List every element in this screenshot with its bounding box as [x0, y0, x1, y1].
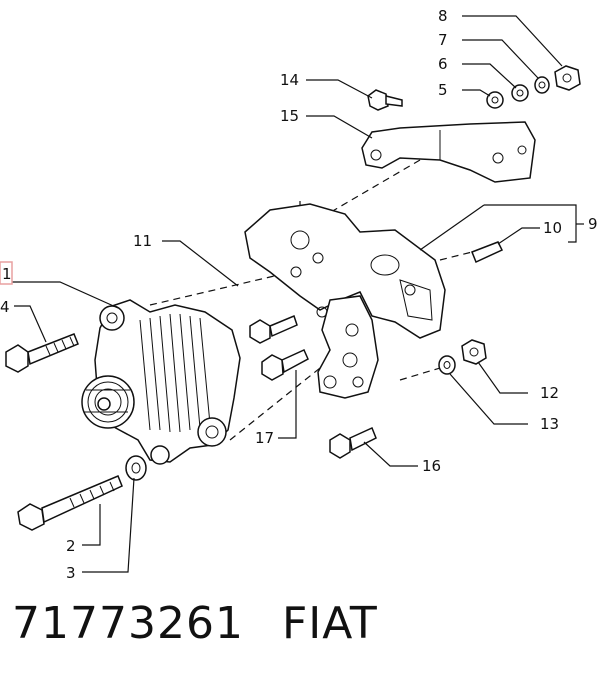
callout-17: 17 [255, 429, 274, 447]
callout-1: 1 [2, 265, 12, 283]
part-number: 71773261 [12, 598, 244, 649]
nut-part-12 [461, 339, 487, 365]
bolt-part-2 [17, 475, 123, 531]
callout-3: 3 [66, 564, 76, 582]
callout-15: 15 [280, 107, 299, 125]
callout-1-highlight [0, 261, 13, 285]
callout-labels: 1 2 3 4 5 6 7 8 9 10 11 12 13 14 15 16 1… [0, 7, 598, 582]
mounting-bracket-part-9 [244, 203, 446, 339]
callout-10: 10 [543, 219, 562, 237]
callout-6: 6 [438, 55, 448, 73]
bolt-part-17 [261, 349, 309, 381]
washer-part-5 [486, 91, 504, 109]
bolt-part-4 [5, 333, 79, 373]
washer-part-6 [511, 84, 529, 102]
callout-13: 13 [540, 415, 559, 433]
callout-2: 2 [66, 537, 76, 555]
alternator-part-1 [81, 299, 241, 465]
callout-16: 16 [422, 457, 441, 475]
footer-caption: 71773261 FIAT [12, 598, 378, 649]
callout-11: 11 [133, 232, 152, 250]
bracket-part-15 [361, 121, 536, 183]
callout-12: 12 [540, 384, 559, 402]
lock-washer-part-7 [534, 76, 550, 94]
washer-part-13 [438, 355, 456, 375]
brand-name: FIAT [281, 598, 378, 649]
tensioner-bracket [317, 295, 379, 399]
bolt-part-16 [329, 426, 377, 459]
bolt-part-11 [249, 314, 298, 344]
callout-4: 4 [0, 298, 10, 316]
bolt-part-14 [367, 89, 403, 111]
callout-14: 14 [280, 71, 299, 89]
callout-7: 7 [438, 31, 448, 49]
nut-part-8 [554, 65, 581, 91]
leader-lines [12, 15, 584, 573]
exploded-parts-diagram: 1 2 3 4 5 6 7 8 9 10 11 12 13 14 15 16 1… [0, 7, 598, 582]
callout-9: 9 [588, 215, 598, 233]
stud-part-10 [471, 241, 504, 264]
callout-8: 8 [438, 7, 448, 25]
callout-5: 5 [438, 81, 448, 99]
washer-part-3 [125, 455, 147, 481]
